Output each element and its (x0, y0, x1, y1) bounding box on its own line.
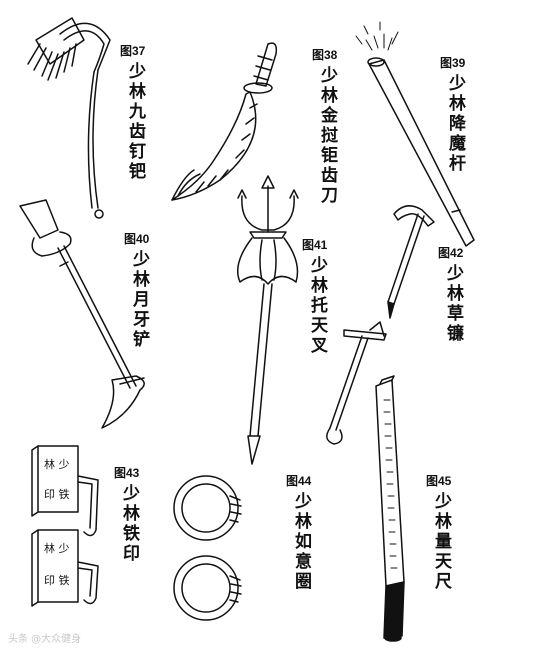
figure-44-number: 图44 (286, 474, 312, 488)
heaven-trident-drawing (237, 175, 299, 465)
figure-37-label: 图37 少林九齿钉钯 (120, 44, 145, 182)
figure-38-number: 图38 (312, 48, 338, 62)
figure-40-name: 少林月牙铲 (129, 250, 149, 350)
figure-42-label: 图42 少林草镰 (438, 246, 463, 344)
grass-sickle-drawing (387, 205, 435, 319)
ruyi-ring-drawing-lower (173, 555, 242, 621)
hooked-pick-drawing (326, 321, 387, 445)
figure-39-number: 图39 (440, 56, 466, 70)
figure-43-label: 图43 少林铁印 (114, 466, 139, 564)
nine-tooth-rake-drawing (27, 17, 111, 219)
figure-38-label: 图38 少林金挝钜齿刀 (312, 48, 337, 206)
ruyi-ring-drawing-upper (173, 475, 242, 541)
upper-seal-text-top: 林 少 (44, 457, 70, 471)
crescent-spade-drawing (19, 199, 145, 429)
lower-seal-text-bottom: 印 铁 (44, 574, 70, 587)
figure-39-label: 图39 少林降魔杆 (440, 56, 465, 174)
figure-39-name: 少林降魔杆 (445, 74, 465, 174)
figure-38-name: 少林金挝钜齿刀 (317, 66, 337, 206)
demon-subduing-staff-drawing (355, 21, 475, 247)
watermark: 头条 @大众健身 (8, 634, 82, 645)
figure-44-label: 图44 少林如意圈 (286, 474, 311, 592)
figure-42-name: 少林草镰 (443, 264, 463, 344)
figure-41-number: 图41 (302, 238, 328, 252)
lower-seal-text-top: 林 少 (44, 541, 70, 555)
figure-40-label: 图40 少林月牙铲 (124, 232, 149, 350)
heaven-measuring-ruler-drawing (375, 375, 405, 642)
figure-37-number: 图37 (120, 44, 146, 58)
figure-43-number: 图43 (114, 466, 140, 480)
figure-42-number: 图42 (438, 246, 464, 260)
iron-seal-drawing-lower: 林 少 印 铁 (31, 529, 99, 607)
figure-45-number: 图45 (426, 474, 452, 488)
figure-45-label: 图45 少林量天尺 (426, 474, 451, 592)
figure-43-name: 少林铁印 (119, 484, 139, 564)
iron-seal-drawing-upper: 林 少 印 铁 (31, 445, 99, 537)
figure-40-number: 图40 (124, 232, 150, 246)
figure-45-name: 少林量天尺 (431, 492, 451, 592)
figure-44-name: 少林如意圈 (291, 492, 311, 592)
saw-tooth-saber-drawing (171, 42, 278, 201)
upper-seal-text-bottom: 印 铁 (44, 488, 70, 501)
figure-37-name: 少林九齿钉钯 (125, 62, 145, 182)
figure-41-label: 图41 少林托天叉 (302, 238, 327, 356)
figure-41-name: 少林托天叉 (307, 256, 327, 356)
